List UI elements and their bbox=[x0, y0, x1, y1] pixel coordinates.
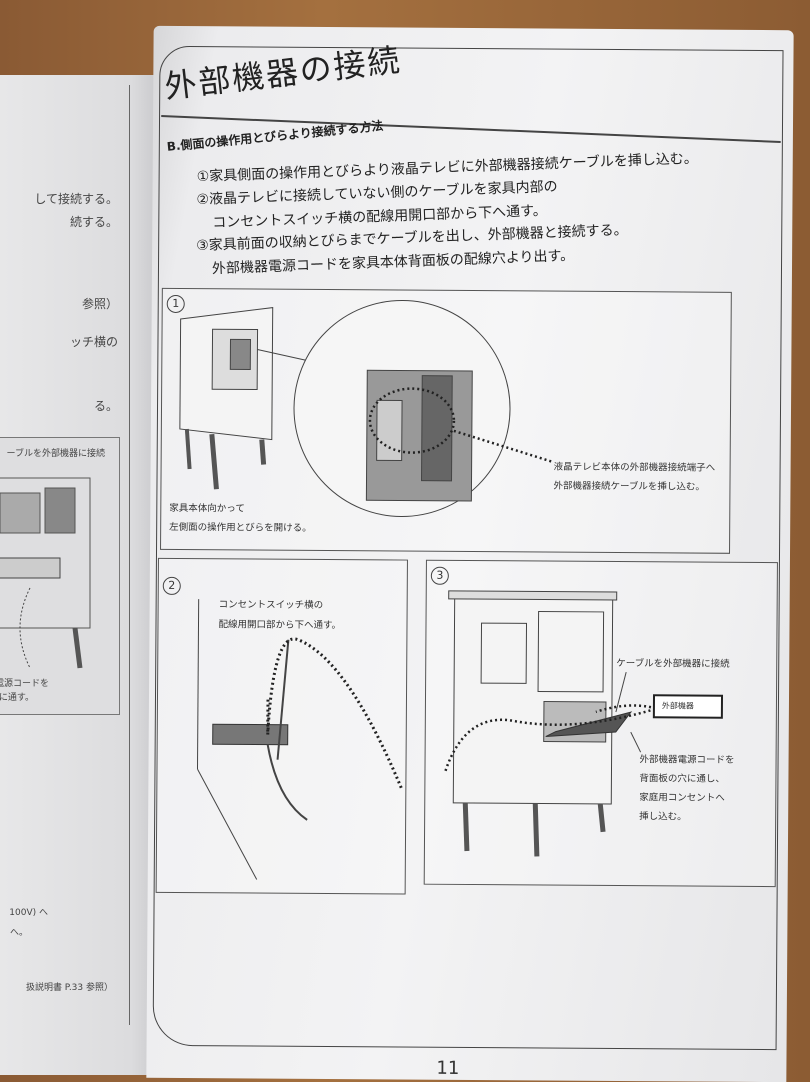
panel-1-caption: 家具本体向かって bbox=[169, 502, 245, 515]
left-figure: ーブルを外部機器に接続 器電源コードを の穴に通す。 bbox=[0, 437, 120, 715]
panel-3: 3 ケーブルを外部機器に接続 外部機器 外部機器電源コードを 背面板の穴に通し、… bbox=[423, 559, 778, 888]
cabinet-side-door-illustration bbox=[179, 300, 553, 518]
cabinet-front-illustration bbox=[444, 590, 724, 857]
left-text: る。 bbox=[93, 399, 118, 413]
page-number: 11 bbox=[436, 1057, 460, 1079]
left-text: 参照） bbox=[81, 297, 118, 311]
panel-1: 1 家具本体向かって 左側面の操作用とびらを開ける。 液晶テレビ本体の外部機器接… bbox=[160, 287, 732, 554]
right-page: 外部機器の接続 B.側面の操作用とびらより接続する方法 ①家具側面の操作用とびら… bbox=[146, 25, 794, 1082]
left-page: して接続する。 続する。 参照） ッチ横の る。 ーブルを外部機器に接続 器電源… bbox=[0, 75, 158, 1075]
left-fig-caption: の穴に通す。 bbox=[0, 693, 34, 703]
left-fig-caption: 器電源コードを bbox=[0, 679, 49, 689]
left-text: 100V) へ bbox=[9, 908, 48, 918]
panel-3-caption: 挿し込む。 bbox=[639, 811, 687, 823]
panel-1-caption: 左側面の操作用とびらを開ける。 bbox=[169, 521, 312, 534]
outlet-cable-illustration bbox=[196, 599, 404, 880]
panel-1-caption: 液晶テレビ本体の外部機器接続端子へ bbox=[553, 461, 716, 474]
left-fig-caption: ーブルを外部機器に接続 bbox=[6, 449, 105, 459]
panel-3-caption: ケーブルを外部機器に接続 bbox=[616, 658, 730, 670]
left-text: して接続する。 bbox=[34, 192, 118, 206]
panel-3-caption: 家庭用コンセントへ bbox=[639, 792, 725, 804]
cabinet-illustration bbox=[0, 477, 91, 669]
left-page-frame bbox=[0, 85, 130, 1025]
panel-2-caption: コンセントスイッチ横の bbox=[218, 599, 324, 611]
left-text: 続する。 bbox=[69, 215, 118, 229]
panel-3-caption: 外部機器電源コードを bbox=[639, 754, 735, 766]
left-text: ッチ横の bbox=[69, 335, 118, 349]
panel-2: 2 コンセントスイッチ横の 配線用開口部から下へ通す。 bbox=[155, 557, 408, 895]
panel-2-caption: 配線用開口部から下へ通す。 bbox=[218, 619, 342, 632]
external-device-label: 外部機器 bbox=[661, 701, 694, 711]
left-text: 扱説明書 P.33 参照） bbox=[25, 983, 113, 993]
panel-3-caption: 背面板の穴に通し、 bbox=[639, 773, 725, 785]
panel-1-caption: 外部機器接続ケーブルを挿し込む。 bbox=[553, 480, 705, 493]
left-text: へ。 bbox=[9, 928, 28, 938]
